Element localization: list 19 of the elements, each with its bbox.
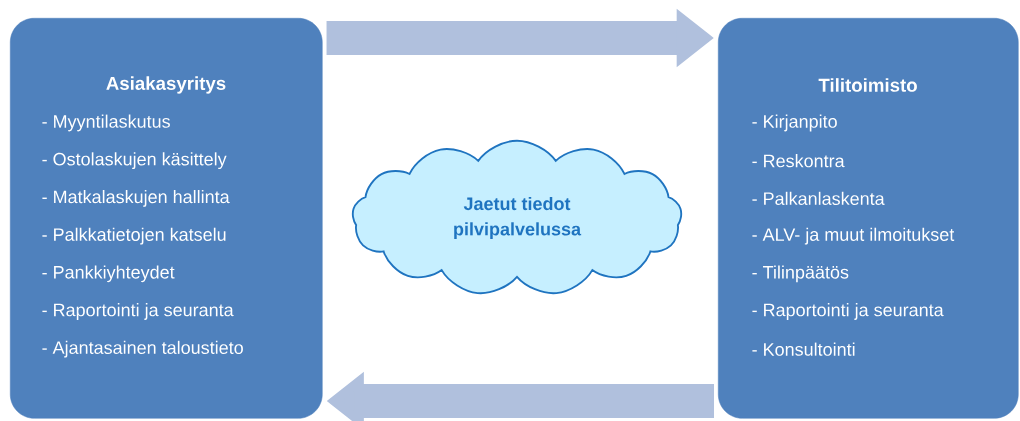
list-item: - Pankkiyhteydet — [42, 265, 175, 283]
list-item: - Konsultointi — [752, 342, 855, 356]
list-item: - Palkanlaskenta — [752, 191, 885, 205]
list-item: - Myyntilaskutus — [42, 114, 170, 132]
list-item: - Raportointi ja seuranta — [42, 303, 234, 320]
list-item: - Matkalaskujen hallinta — [42, 190, 230, 207]
list-item: - Tilinpäätös — [752, 265, 849, 283]
list-item: - Kirjanpito — [752, 114, 837, 132]
list-item: - Raportointi ja seuranta — [752, 303, 944, 320]
list-item: - Ostolaskujen käsittely — [42, 152, 227, 170]
list-item: - Reskontra — [752, 154, 845, 168]
list-box — [10, 18, 323, 419]
cloud: Jaetut tiedot pilvipalvelussa — [351, 139, 683, 295]
box-heading: Asiakasyritys — [106, 76, 226, 94]
box-heading: Tilitoimisto — [818, 78, 917, 92]
list-item: - ALV- ja muut ilmoitukset — [752, 227, 955, 245]
list-box — [718, 18, 1019, 419]
list-item: - Palkkatietojen katselu — [42, 227, 226, 245]
list-item: - Ajantasainen taloustieto — [42, 340, 243, 358]
